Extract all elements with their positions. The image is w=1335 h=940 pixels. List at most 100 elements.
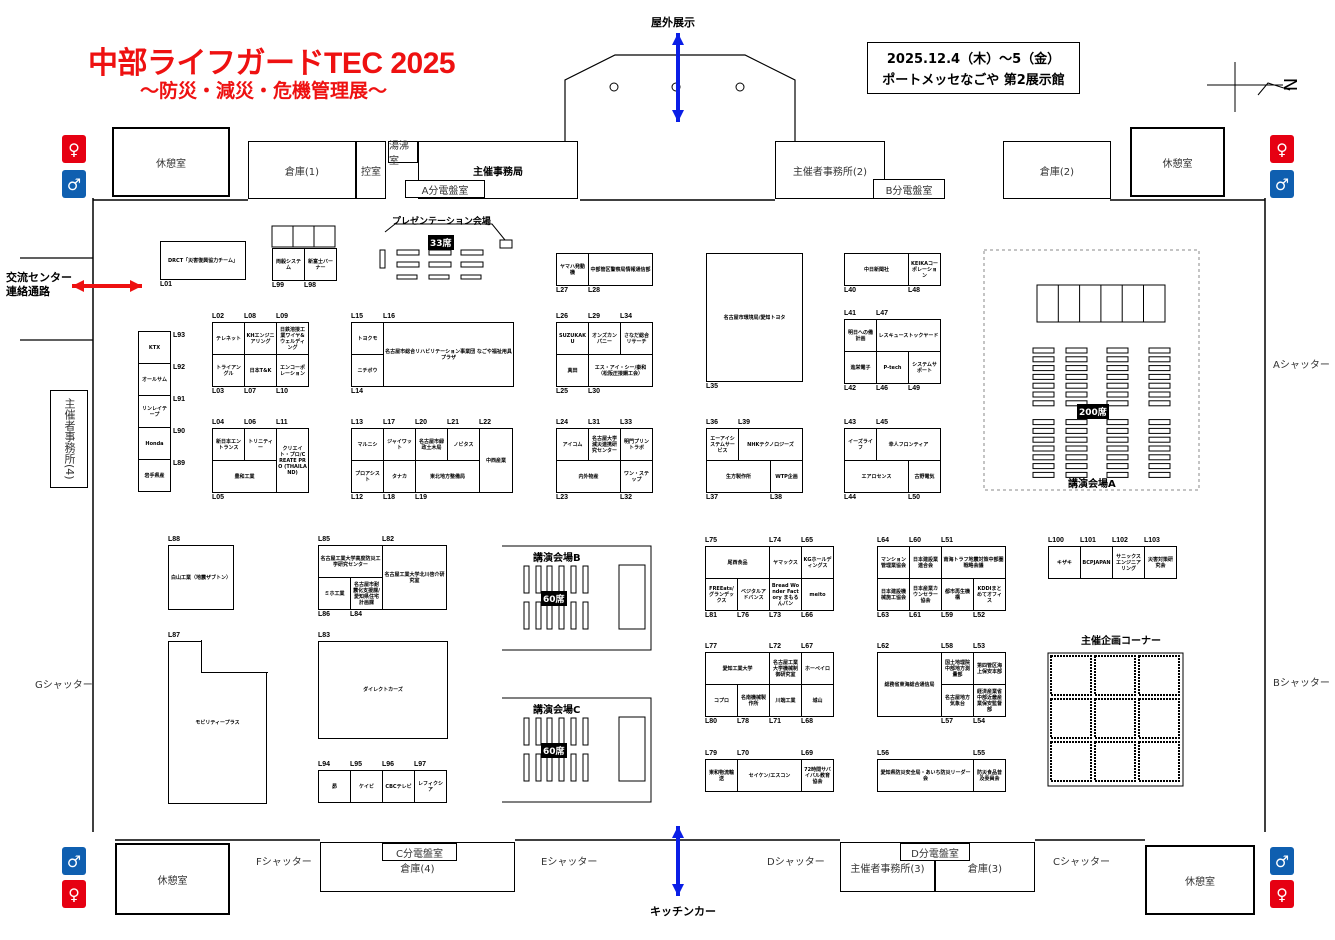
- booth-l13[interactable]: マルニシ: [351, 428, 384, 461]
- booth-l84[interactable]: 名古屋市耐震化支援課/愛知県住宅計画課: [350, 577, 383, 610]
- booth-l40[interactable]: 中日新聞社: [844, 253, 909, 286]
- booth-l102[interactable]: サニックスエンジニアリング: [1112, 546, 1145, 579]
- booth-l15[interactable]: トヨクモ: [351, 322, 384, 355]
- booth-l22[interactable]: 中西産業: [479, 428, 513, 493]
- booth-l38[interactable]: WTP企画: [770, 460, 803, 493]
- booth-l24[interactable]: アイコム: [556, 428, 589, 461]
- booth-l42[interactable]: 進栄電子: [844, 351, 877, 384]
- booth-l66[interactable]: meito: [801, 578, 834, 611]
- booth-l67[interactable]: ホーペイロ: [801, 652, 834, 685]
- booth-l30[interactable]: エス・アイ・シー/秦和（松阪圧接鋼工会）: [588, 354, 653, 387]
- booth-l94[interactable]: 昴: [318, 770, 351, 803]
- booth-l33[interactable]: 明門プリントラボ: [620, 428, 653, 461]
- booth-l96[interactable]: CBCテレビ: [382, 770, 415, 803]
- booth-l92[interactable]: オールサム: [138, 363, 171, 396]
- booth-l47[interactable]: レスキューストックヤード: [876, 319, 941, 352]
- booth-l93[interactable]: KTX: [138, 331, 171, 364]
- booth-l75[interactable]: 尾西食品: [705, 546, 770, 579]
- booth-l49[interactable]: システムサポート: [908, 351, 941, 384]
- booth-l63[interactable]: 日本建設機械施工協会: [877, 578, 910, 611]
- booth-l52[interactable]: KDDIまとめてオフィス: [973, 578, 1006, 611]
- booth-l29[interactable]: オンズカンパニー: [588, 322, 621, 355]
- booth-l101[interactable]: BCPJAPAN: [1080, 546, 1113, 579]
- booth-l04[interactable]: 新日本エントランス: [212, 428, 245, 461]
- booth-l82[interactable]: 名古屋工業大学北川啓介研究室: [382, 545, 447, 610]
- booth-l31[interactable]: 名古屋大学減災連携研究センター: [588, 428, 621, 461]
- booth-l14[interactable]: ニチボウ: [351, 354, 384, 387]
- booth-l83[interactable]: ダイレクトカーズ: [318, 641, 448, 739]
- booth-l25[interactable]: 真田: [556, 354, 589, 387]
- booth-l88[interactable]: 白山工業（地震ザブトン）: [168, 545, 234, 610]
- booth-l62[interactable]: 総務省東海総合通信局: [877, 652, 942, 717]
- booth-l54[interactable]: 経済産業省中部近畿産業保安監督部: [973, 684, 1006, 717]
- booth-l23[interactable]: 内外物産: [556, 460, 621, 493]
- booth-l72[interactable]: 名古屋工業大学機械制御研究室: [769, 652, 802, 685]
- booth-l10[interactable]: エンコーポレーション: [276, 354, 309, 387]
- booth-l74[interactable]: ヤマックス: [769, 546, 802, 579]
- booth-l77[interactable]: 愛知工業大学: [705, 652, 770, 685]
- booth-l55[interactable]: 防災食品普及委員会: [973, 759, 1006, 792]
- booth-l98[interactable]: 新富士バーナー: [304, 248, 337, 281]
- booth-l06[interactable]: トリニティー: [244, 428, 277, 461]
- booth-l37[interactable]: 生方製作所: [706, 460, 771, 493]
- booth-l08[interactable]: KHエンジニアリング: [244, 322, 277, 355]
- booth-l64[interactable]: マンション管理業協会: [877, 546, 910, 579]
- booth-l58[interactable]: 国土地理院中部地方測量部: [941, 652, 974, 685]
- booth-l07[interactable]: 日本T&K: [244, 354, 277, 387]
- booth-l41[interactable]: 明日への備計画: [844, 319, 877, 352]
- booth-l81[interactable]: FREEats/グランデックス: [705, 578, 738, 611]
- booth-l39[interactable]: NHKテクノロジーズ: [738, 428, 803, 461]
- booth-l59[interactable]: 都市再生機構: [941, 578, 974, 611]
- booth-l53[interactable]: 第四管区海上保安本部: [973, 652, 1006, 685]
- booth-l21[interactable]: ノビタス: [447, 428, 480, 461]
- booth-l48[interactable]: KEIKAコーポレーション: [908, 253, 941, 286]
- booth-l20[interactable]: 名古屋市緑政土木局: [415, 428, 448, 461]
- booth-l97[interactable]: レフィクシア: [414, 770, 447, 803]
- booth-l73[interactable]: Bread Wonder Factory まもるんパン: [769, 578, 802, 611]
- booth-l43[interactable]: イーズライフ: [844, 428, 877, 461]
- booth-l100[interactable]: キザキ: [1048, 546, 1081, 579]
- booth-l27[interactable]: ヤマハ発動機: [556, 253, 589, 286]
- booth-l95[interactable]: ケイビ: [350, 770, 383, 803]
- booth-l36[interactable]: エーアイシステムサービス: [706, 428, 739, 461]
- booth-l89[interactable]: 岩手県産: [138, 459, 171, 492]
- booth-l91[interactable]: リンレイテープ: [138, 395, 171, 428]
- booth-l70[interactable]: セイケン/エスコン: [737, 759, 802, 792]
- booth-l32[interactable]: ワン・ステップ: [620, 460, 653, 493]
- booth-l26[interactable]: SUZUKAKU: [556, 322, 589, 355]
- booth-l68[interactable]: 城山: [801, 684, 834, 717]
- booth-l09[interactable]: 日鉄溶接工業ワイヤ&ウェルディング: [276, 322, 309, 355]
- booth-l16[interactable]: 名古屋市総合リハビリテーション事業団 なごや福祉用具プラザ: [383, 322, 514, 387]
- booth-l60[interactable]: 日本建設業連合会: [909, 546, 942, 579]
- booth-l69[interactable]: 72時間サバイバル教育協会: [801, 759, 834, 792]
- booth-l76[interactable]: ベジタルアドバンス: [737, 578, 770, 611]
- booth-l17[interactable]: ジャイワット: [383, 428, 416, 461]
- booth-l44[interactable]: エアロセンス: [844, 460, 909, 493]
- booth-l02[interactable]: テレネット: [212, 322, 245, 355]
- booth-l19[interactable]: 東北地方整備局: [415, 460, 480, 493]
- booth-l90[interactable]: Honda: [138, 427, 171, 460]
- booth-l61[interactable]: 日本産業カウンセラー協会: [909, 578, 942, 611]
- booth-l45[interactable]: 幸人フロンティア: [876, 428, 941, 461]
- booth-l18[interactable]: タナカ: [383, 460, 416, 493]
- booth-l86[interactable]: ミホ工業: [318, 577, 351, 610]
- booth-l78[interactable]: 名南機械製作所: [737, 684, 770, 717]
- booth-l12[interactable]: プロアシスト: [351, 460, 384, 493]
- booth-l80[interactable]: コプロ: [705, 684, 738, 717]
- booth-l46[interactable]: P-tech: [876, 351, 909, 384]
- booth-l65[interactable]: KGホールディングス: [801, 546, 834, 579]
- booth-l28[interactable]: 中部管区警察局情報通信部: [588, 253, 653, 286]
- booth-l56[interactable]: 愛知県防災安全局・あいち防災リーダー会: [877, 759, 974, 792]
- booth-l57[interactable]: 名古屋地方気象台: [941, 684, 974, 717]
- booth-l01[interactable]: DRCT「災害復興協力チーム」: [160, 241, 246, 280]
- booth-l99[interactable]: 両毅システム: [272, 248, 305, 281]
- booth-l51[interactable]: 南海トラフ地震対策中部圏戦略会議: [941, 546, 1006, 579]
- booth-l85[interactable]: 名古屋工業大学高度防災工学研究センター: [318, 545, 383, 578]
- booth-l34[interactable]: さなだ総合リサーチ: [620, 322, 653, 355]
- booth-l79[interactable]: 東和物流輸送: [705, 759, 738, 792]
- booth-l35[interactable]: 名古屋市環境局/愛知トヨタ: [706, 253, 803, 382]
- booth-l03[interactable]: トライアングル: [212, 354, 245, 387]
- booth-l05[interactable]: 豊和工業: [212, 460, 277, 493]
- booth-l103[interactable]: 災害対策研究会: [1144, 546, 1177, 579]
- booth-l50[interactable]: 古野電気: [908, 460, 941, 493]
